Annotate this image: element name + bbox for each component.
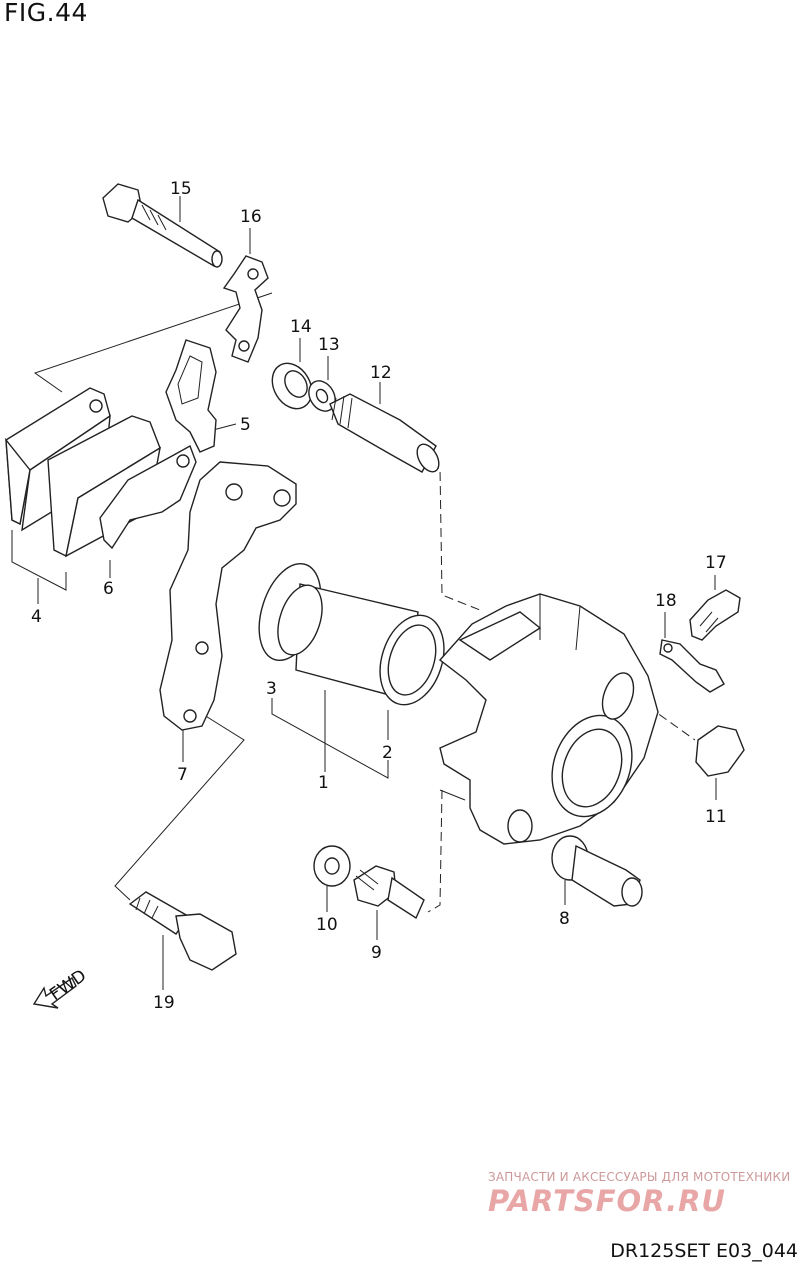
callout-14: 14 (290, 317, 312, 337)
shim-6 (99, 444, 197, 550)
callout-18: 18 (655, 591, 677, 611)
fwd-arrow-icon: FWD (32, 966, 90, 1009)
document-code: DR125SET E03_044 (610, 1240, 798, 1262)
guide-pin-12 (329, 393, 440, 473)
caliper-body (438, 593, 659, 845)
bleeder-17 (689, 589, 741, 641)
callout-4: 4 (31, 607, 42, 627)
callout-12: 12 (370, 363, 392, 383)
pin-15 (102, 183, 223, 268)
bolt-19 (128, 891, 237, 971)
watermark-caption: ЗАПЧАСТИ И АКСЕССУАРЫ ДЛЯ МОТОТЕХНИКИ (488, 1170, 791, 1184)
callout-8: 8 (559, 909, 570, 929)
clip-16 (222, 255, 269, 363)
callout-10: 10 (316, 915, 338, 935)
callout-17: 17 (705, 553, 727, 573)
bolt-9 (353, 865, 425, 920)
leader-lines (11, 196, 717, 990)
callout-15: 15 (170, 179, 192, 199)
callout-11: 11 (705, 807, 727, 827)
callout-9: 9 (371, 943, 382, 963)
callout-16: 16 (240, 207, 262, 227)
washer-13 (308, 380, 336, 412)
callout-13: 13 (318, 335, 340, 355)
callout-19: 19 (153, 993, 175, 1013)
boot-14 (271, 362, 313, 410)
spring-plate-5 (165, 339, 217, 453)
washer-10 (313, 845, 351, 887)
cap-18 (659, 639, 725, 693)
callout-1: 1 (318, 773, 329, 793)
callouts: 1 2 3 4 5 6 7 8 9 10 11 12 13 14 15 16 1… (31, 179, 727, 1013)
callout-2: 2 (382, 743, 393, 763)
pin-bolt-8 (551, 835, 643, 907)
callout-5: 5 (240, 415, 251, 435)
callout-3: 3 (266, 679, 277, 699)
piston-assembly (258, 562, 445, 706)
bracket-7 (159, 461, 297, 731)
callout-6: 6 (103, 579, 114, 599)
figure-title: FIG.44 (4, 0, 88, 27)
fwd-label: FWD (46, 966, 90, 1005)
callout-7: 7 (177, 765, 188, 785)
plug-11 (695, 725, 745, 777)
watermark-logo: PARTSFOR.RU (488, 1184, 726, 1218)
